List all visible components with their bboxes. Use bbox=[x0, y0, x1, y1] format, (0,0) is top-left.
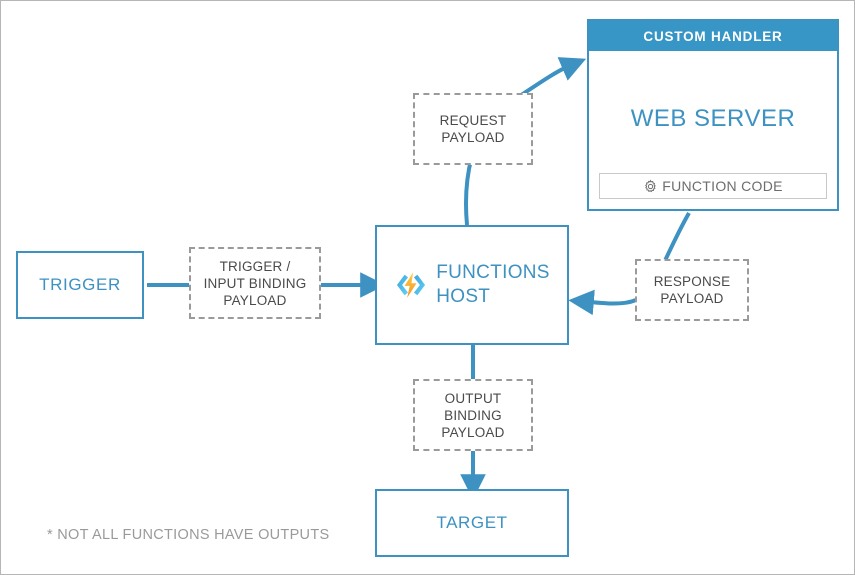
trigger-label: TRIGGER bbox=[39, 275, 121, 294]
custom-handler-panel: CUSTOM HANDLER WEB SERVER FUNCTION CODE bbox=[587, 19, 839, 211]
gear-icon bbox=[643, 179, 658, 194]
function-code-label: FUNCTION CODE bbox=[662, 178, 783, 194]
target-label: TARGET bbox=[436, 513, 508, 532]
web-server-label: WEB SERVER bbox=[630, 105, 796, 132]
custom-handler-body: WEB SERVER FUNCTION CODE bbox=[589, 51, 837, 209]
trigger-node: TRIGGER bbox=[16, 251, 144, 319]
footnote-text: * NOT ALL FUNCTIONS HAVE OUTPUTS bbox=[47, 527, 330, 543]
custom-handler-header: CUSTOM HANDLER bbox=[589, 21, 837, 51]
azure-functions-icon bbox=[394, 268, 428, 302]
target-node: TARGET bbox=[375, 489, 569, 557]
function-code-button[interactable]: FUNCTION CODE bbox=[599, 173, 827, 199]
